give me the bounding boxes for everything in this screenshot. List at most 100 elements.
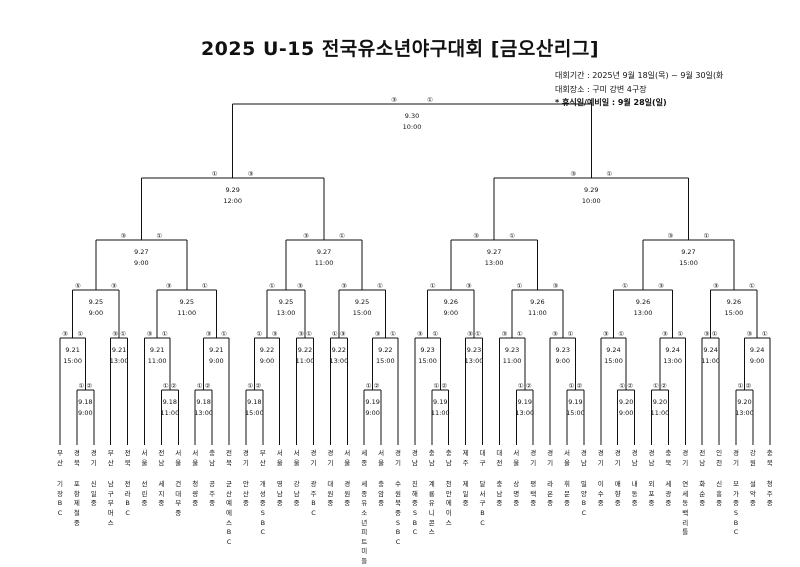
match-date: 9.20: [737, 398, 751, 406]
match-time: 11:00: [148, 357, 167, 365]
match-time: 9:00: [89, 309, 104, 317]
winner-mark: ①: [712, 330, 718, 338]
match-time: 13:00: [735, 409, 754, 417]
winner-mark: ①: [606, 170, 612, 178]
match-time: 9:00: [750, 357, 765, 365]
match-date: 9.29: [584, 186, 598, 194]
match-time: 15:00: [418, 357, 437, 365]
match-time: 11:00: [431, 409, 450, 417]
match-date: 9.27: [681, 248, 695, 256]
winner-mark: ①: [704, 232, 710, 240]
match-date: 9.27: [317, 248, 331, 256]
match-time: 11:00: [528, 309, 547, 317]
winner-mark: ③: [466, 282, 472, 290]
page-title: 2025 U-15 전국유소년야구대회 [금오산리그]: [200, 38, 600, 60]
match-date: 9.21: [209, 346, 223, 354]
winner-mark: ②: [746, 382, 752, 390]
winner-mark: ①: [430, 282, 436, 290]
winner-mark: ②: [441, 382, 447, 390]
winner-mark: ①: [738, 382, 744, 390]
match-time: 15:00: [566, 409, 585, 417]
winner-mark: ③: [473, 232, 479, 240]
winner-mark: ③: [166, 282, 172, 290]
winner-mark: ③: [112, 330, 118, 338]
match-date: 9.19: [433, 398, 447, 406]
winner-mark: ①: [269, 282, 275, 290]
match-date: 9.23: [556, 346, 570, 354]
winner-mark: ①: [517, 282, 523, 290]
match-time: 11:00: [177, 309, 196, 317]
winner-mark: ①: [475, 330, 481, 338]
match-date: 9.26: [444, 298, 458, 306]
winner-mark: ②: [86, 382, 92, 390]
winner-mark: ①: [569, 382, 575, 390]
winner-mark: ①: [433, 382, 439, 390]
winner-mark: ③: [298, 330, 304, 338]
match-date: 9.27: [487, 248, 501, 256]
winner-mark: ①: [77, 330, 83, 338]
winner-mark: ①: [197, 382, 203, 390]
match-date: 9.30: [405, 112, 419, 120]
match-date: 9.22: [378, 346, 392, 354]
winner-mark: ②: [255, 382, 261, 390]
winner-mark: ③: [303, 232, 309, 240]
winner-mark: ③: [147, 330, 153, 338]
winner-mark: ①: [509, 232, 515, 240]
match-date: 9.19: [568, 398, 582, 406]
match-date: 9.27: [134, 248, 148, 256]
winner-mark: ①: [518, 382, 524, 390]
winner-mark: ①: [256, 330, 262, 338]
match-date: 9.21: [150, 346, 164, 354]
winner-mark: ③: [62, 330, 68, 338]
match-time: 12:00: [223, 197, 242, 205]
match-date: 9.24: [606, 346, 620, 354]
winner-mark: ①: [619, 382, 625, 390]
match-time: 13:00: [110, 357, 129, 365]
